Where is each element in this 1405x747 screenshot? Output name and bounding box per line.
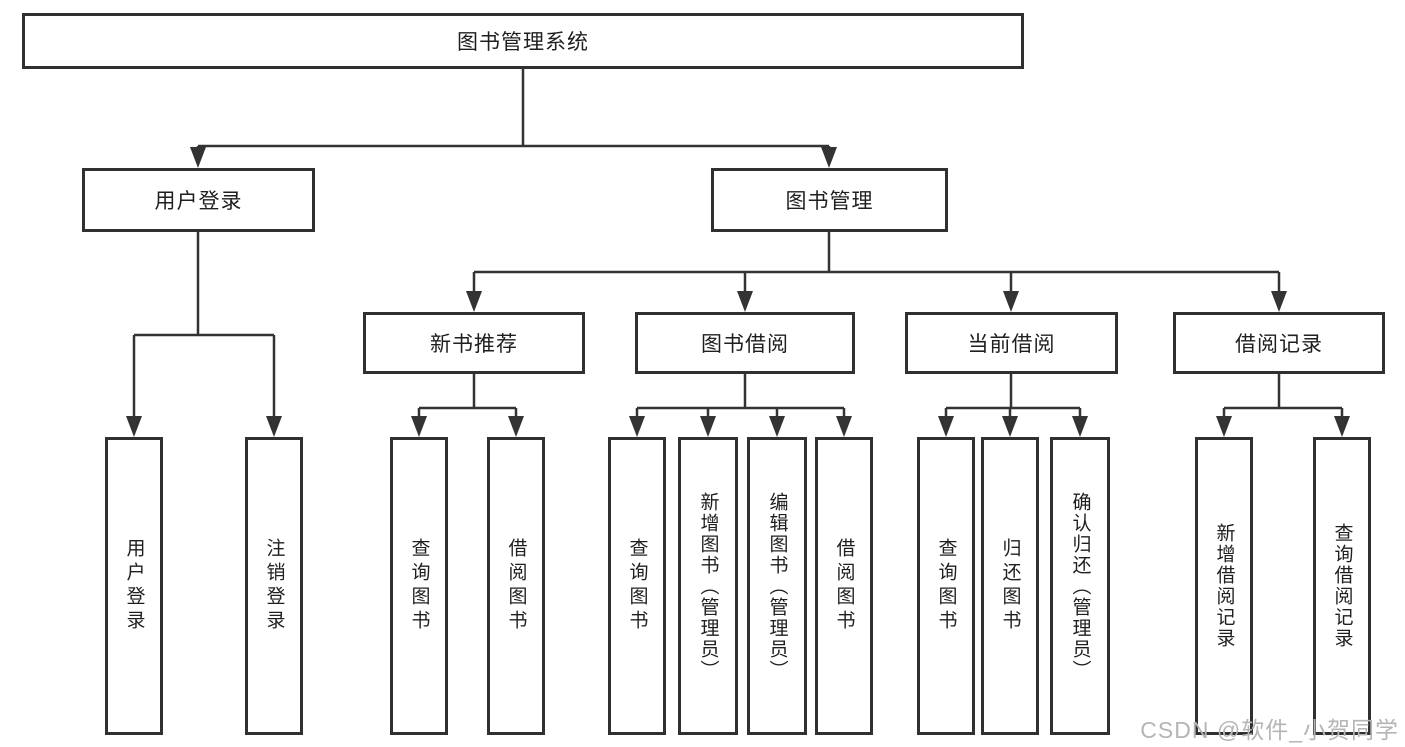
leaf-edit-books-admin: 编辑图书（管理员）	[747, 437, 807, 735]
leaf-logout: 注销登录	[245, 437, 303, 735]
node-borrowing-records: 借阅记录	[1173, 312, 1385, 374]
leaf-borrow-books-borrowing: 借阅图书	[815, 437, 873, 735]
node-library-management-system: 图书管理系统	[22, 13, 1024, 69]
leaf-add-borrow-record: 新增借阅记录	[1195, 437, 1253, 735]
leaf-query-books-recommend: 查询图书	[390, 437, 448, 735]
node-book-borrowing: 图书借阅	[635, 312, 855, 374]
leaf-add-books-admin: 新增图书（管理员）	[678, 437, 738, 735]
node-user-login: 用户登录	[82, 168, 315, 232]
node-book-management: 图书管理	[711, 168, 948, 232]
leaf-query-books-borrowing: 查询图书	[608, 437, 666, 735]
leaf-query-books-current: 查询图书	[917, 437, 975, 735]
leaf-return-books: 归还图书	[981, 437, 1039, 735]
leaf-borrow-books-recommend: 借阅图书	[487, 437, 545, 735]
leaf-user-login: 用户登录	[105, 437, 163, 735]
csdn-watermark: CSDN @软件_小贺同学	[1140, 717, 1399, 743]
node-new-book-recommend: 新书推荐	[363, 312, 585, 374]
leaf-query-borrow-record: 查询借阅记录	[1313, 437, 1371, 735]
leaf-confirm-return-admin: 确认归还（管理员）	[1050, 437, 1110, 735]
node-current-borrowing: 当前借阅	[905, 312, 1118, 374]
